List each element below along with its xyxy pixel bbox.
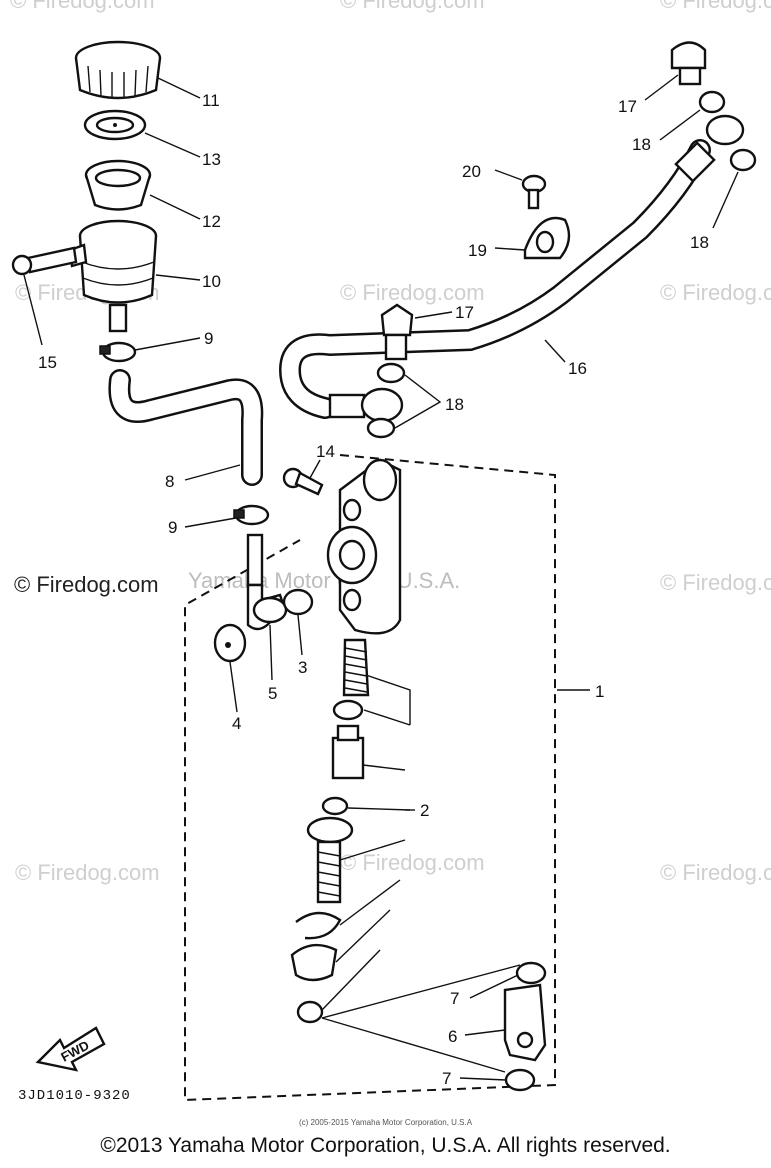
diagram-code: 3JD1010-9320	[18, 1088, 131, 1104]
diaphragm-plate	[83, 109, 147, 141]
watermark-row4-right: © Firedog.com	[660, 860, 771, 885]
o-ring	[282, 588, 314, 616]
small-copyright-line: (c) 2005-2015 Yamaha Motor Corporation, …	[298, 1118, 473, 1127]
gasket-mid-a	[376, 362, 406, 384]
reservoir-bolt	[11, 246, 78, 276]
cover-plate	[213, 623, 247, 663]
callout-13: 13	[202, 150, 221, 169]
master-cylinder-body	[326, 458, 402, 635]
reservoir-cap	[74, 40, 162, 100]
gasket-mid-b	[366, 417, 396, 439]
hose-fitting-lower	[328, 387, 404, 423]
callout-labels: 11 13 12 10 15 9 8 9 14 3 5 4 2 1 7 6 7 …	[38, 91, 709, 1088]
callout-1: 1	[595, 682, 604, 701]
hose-fitting-upper	[674, 114, 745, 183]
callout-6: 6	[448, 1027, 457, 1046]
holder-bolt	[521, 174, 547, 210]
watermark-row4-left: © Firedog.com	[15, 860, 160, 885]
watermark-row2-right: © Firedog.com	[660, 280, 771, 305]
callout-19: 19	[468, 241, 487, 260]
bleed-bolt	[282, 467, 324, 496]
watermark-yamaha: Yamaha Motor Corp, U.S.A.	[188, 568, 460, 593]
watermark-layer: © Firedog.com © Firedog.com © Firedog.co…	[10, 0, 771, 885]
callout-3: 3	[298, 658, 307, 677]
reservoir-diaphragm	[84, 159, 152, 211]
watermark-top-center: © Firedog.com	[340, 0, 485, 13]
leader-lines	[23, 74, 739, 1081]
callout-9-lower: 9	[168, 518, 177, 537]
callout-7-lower: 7	[442, 1069, 451, 1088]
master-cylinder-assembly-outline	[184, 454, 556, 1102]
brake-hose	[278, 139, 711, 419]
callout-18-mid: 18	[445, 395, 464, 414]
callout-14: 14	[316, 442, 335, 461]
callout-11: 11	[202, 91, 220, 110]
callout-5: 5	[268, 684, 277, 703]
callout-7-upper: 7	[450, 989, 459, 1008]
nut-upper	[515, 961, 547, 985]
callout-18-top-b: 18	[690, 233, 709, 252]
hose-clip-upper	[99, 341, 137, 363]
union-bolt-upper	[670, 41, 707, 86]
callout-12: 12	[202, 212, 221, 231]
union-bolt-lower	[380, 303, 414, 361]
callout-9-upper: 9	[204, 329, 213, 348]
callout-18-top-a: 18	[632, 135, 651, 154]
watermark-row3-right: © Firedog.com	[660, 570, 771, 595]
callout-8: 8	[165, 472, 174, 491]
hose-clip-lower	[233, 504, 270, 526]
piston-kit	[290, 638, 370, 1024]
callout-16: 16	[568, 359, 587, 378]
nut-lower	[504, 1068, 536, 1092]
fwd-arrow: FWD	[35, 1026, 106, 1072]
hose-joint	[246, 533, 288, 631]
watermark-dark-left: © Firedog.com	[14, 572, 159, 597]
callout-17-lower: 17	[455, 303, 474, 322]
hose-holder	[523, 216, 571, 260]
watermark-top-left: © Firedog.com	[10, 0, 155, 13]
callout-17-upper: 17	[618, 97, 637, 116]
callout-4: 4	[232, 714, 241, 733]
reservoir-tank	[68, 219, 158, 333]
callout-10: 10	[202, 272, 221, 291]
watermark-row2-center: © Firedog.com	[340, 280, 485, 305]
callout-15: 15	[38, 353, 57, 372]
copyright-line: ©2013 Yamaha Motor Corporation, U.S.A. A…	[100, 1134, 671, 1157]
watermark-top-right: © Firedog.com	[660, 0, 771, 13]
gasket-top-b	[729, 148, 757, 172]
gasket-top-a	[698, 90, 726, 114]
callout-2: 2	[420, 801, 429, 820]
clevis	[503, 983, 547, 1062]
watermark-row4-center: © Firedog.com	[340, 850, 485, 875]
callout-20: 20	[462, 162, 481, 181]
